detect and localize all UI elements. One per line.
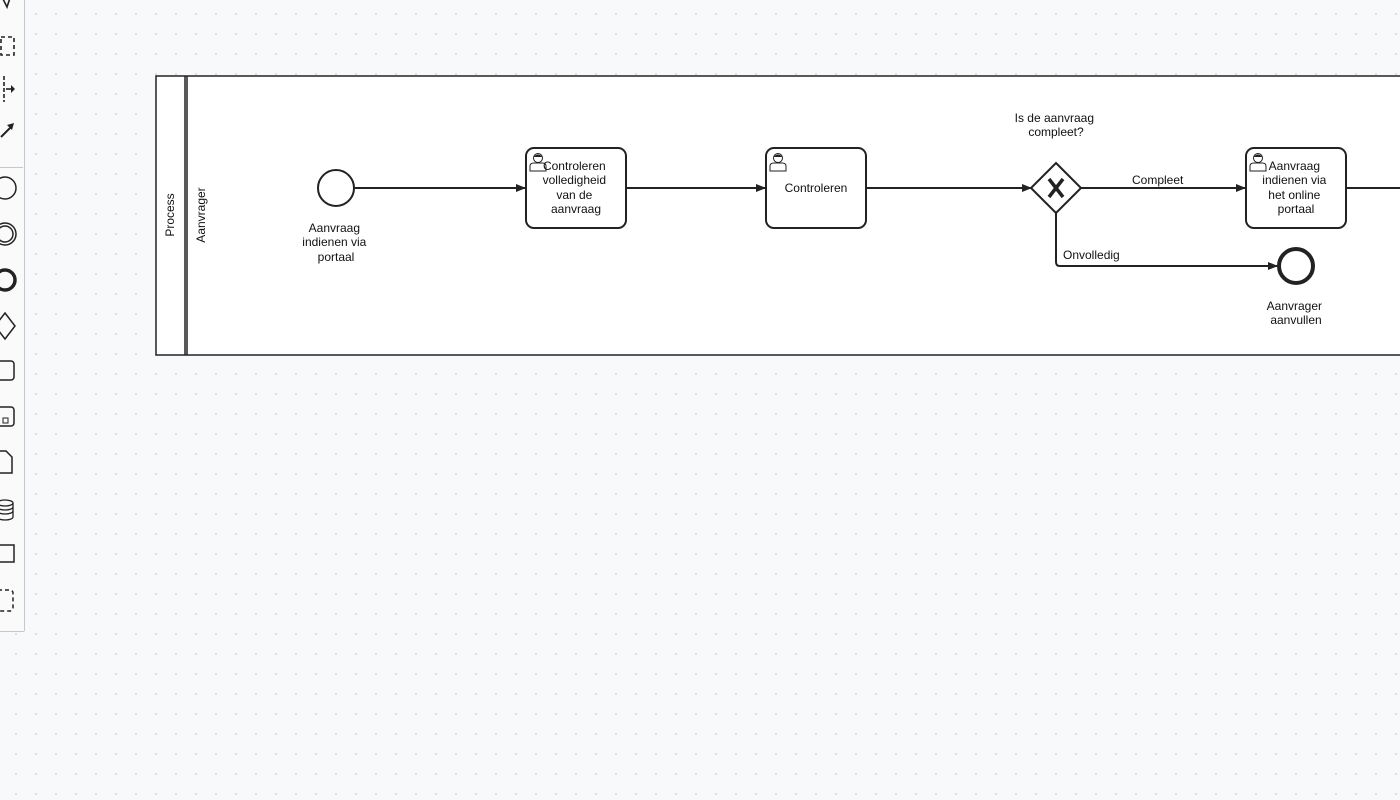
task-label: Controleren volledigheid van de aanvraag (543, 159, 610, 216)
gateway-label: Is de aanvraag compleet? (1015, 111, 1098, 139)
data-store-tool-icon[interactable] (0, 495, 24, 535)
end-event-tool-icon[interactable] (0, 265, 24, 305)
start-event[interactable] (317, 169, 355, 207)
task-tool-icon[interactable] (0, 357, 24, 397)
task-label: Controleren (785, 181, 848, 195)
intermediate-event-tool-icon[interactable] (0, 219, 24, 259)
data-object-tool-icon[interactable] (0, 449, 24, 489)
flow-gateway-to-end[interactable] (1055, 212, 1278, 270)
pool-label: Process (163, 193, 177, 236)
flow-label-compleet: Compleet (1132, 173, 1184, 187)
lasso-tool-icon[interactable] (0, 29, 24, 69)
task-label: Aanvraag indienen via het online portaal (1262, 159, 1329, 216)
end-event[interactable] (1277, 247, 1315, 285)
flow-label-onvolledig: Onvolledig (1063, 248, 1120, 262)
end-event-label: Aanvrager aanvullen (1267, 299, 1326, 327)
exclusive-gateway[interactable] (1029, 161, 1083, 215)
start-event-label: Aanvraag indienen via portaal (302, 221, 369, 264)
lane-label: Aanvrager (194, 187, 208, 242)
pool-tool-icon[interactable] (0, 541, 24, 581)
hand-tool-icon[interactable] (0, 0, 24, 17)
subprocess-tool-icon[interactable] (0, 403, 24, 443)
gateway-tool-icon[interactable] (0, 311, 24, 351)
global-connect-tool-icon[interactable] (0, 113, 24, 153)
lane[interactable]: Aanvrager (186, 76, 208, 355)
x-marker-icon (1047, 177, 1065, 199)
user-task-icon (1249, 153, 1267, 172)
group-tool-icon[interactable] (0, 587, 24, 627)
task-controleren-volledigheid[interactable]: Controleren volledigheid van de aanvraag (525, 147, 627, 229)
user-task-icon (769, 153, 787, 172)
task-aanvraag-indienen-online[interactable]: Aanvraag indienen via het online portaal (1245, 147, 1347, 229)
tool-palette (0, 0, 25, 632)
palette-separator (0, 167, 23, 168)
task-controleren[interactable]: Controleren (765, 147, 867, 229)
start-event-tool-icon[interactable] (0, 173, 24, 213)
space-tool-icon[interactable] (0, 71, 24, 111)
user-task-icon (529, 153, 547, 172)
